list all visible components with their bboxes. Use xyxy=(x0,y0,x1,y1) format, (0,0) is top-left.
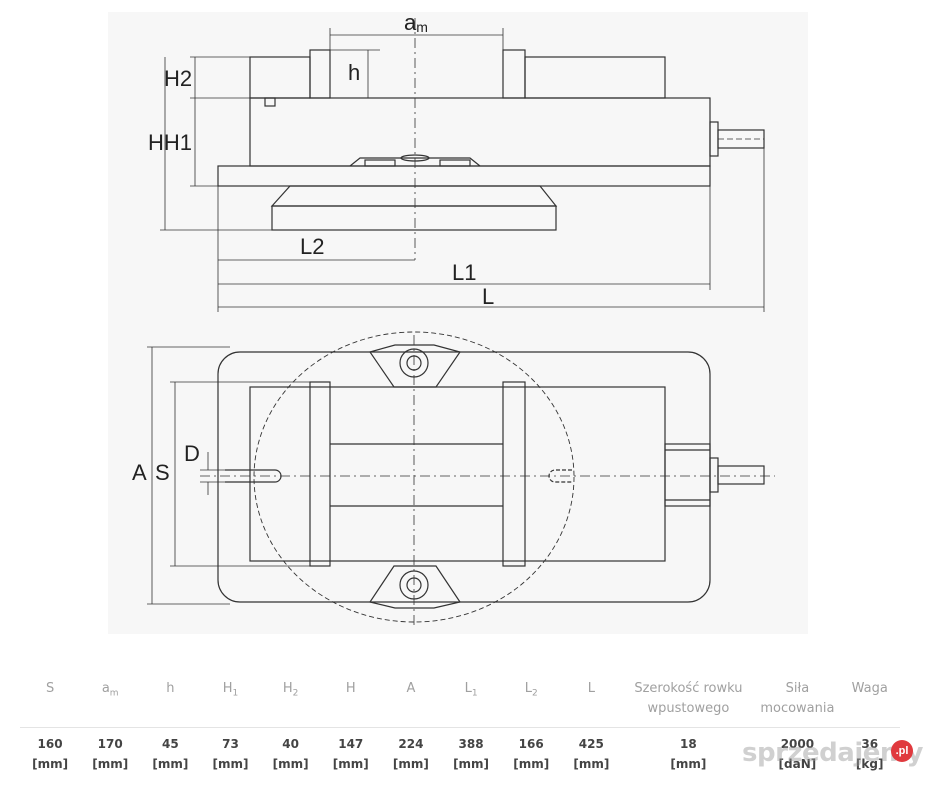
value-H: 147[mm] xyxy=(332,737,369,771)
label-S: S xyxy=(155,460,170,485)
specs-value-row: 160[mm] 170[mm] 45[mm] 73[mm] 40[mm] 147… xyxy=(20,728,900,775)
value-h: 45[mm] xyxy=(152,737,189,771)
header-slot-width: Szerokość rowku wpustowego xyxy=(621,675,756,728)
label-HH1: HH1 xyxy=(148,130,192,155)
value-L1: 388[mm] xyxy=(453,737,490,771)
value-A: 224[mm] xyxy=(392,737,429,771)
value-H2: 40[mm] xyxy=(272,737,309,771)
label-H2: H2 xyxy=(164,66,192,91)
header-L1: L1 xyxy=(440,675,502,728)
header-H: H xyxy=(320,675,381,728)
label-D: D xyxy=(184,441,200,466)
header-h: h xyxy=(140,675,201,728)
header-A: A xyxy=(380,675,441,728)
value-slot-width: 18[mm] xyxy=(670,737,707,771)
label-L2: L2 xyxy=(300,234,324,259)
header-H2: H2 xyxy=(260,675,321,728)
header-am: am xyxy=(80,675,141,728)
value-weight: 36[kg] xyxy=(855,737,884,771)
header-L: L xyxy=(561,675,622,728)
label-L: L xyxy=(482,284,494,309)
label-am: am xyxy=(404,10,428,35)
watermark-badge: .pl xyxy=(891,740,913,762)
specs-table: S am h H1 H2 H A L1 L2 L Szerokość rowku… xyxy=(20,675,900,774)
header-S: S xyxy=(20,675,81,728)
header-L2: L2 xyxy=(501,675,562,728)
value-L2: 166[mm] xyxy=(513,737,550,771)
side-view xyxy=(160,18,765,312)
label-L1: L1 xyxy=(452,260,476,285)
label-A: A xyxy=(132,460,147,485)
vise-drawing: am h H2 HH1 L2 L1 L A S D xyxy=(132,10,775,625)
value-S: 160[mm] xyxy=(32,737,69,771)
value-clamping-force: 2000[daN] xyxy=(778,737,817,771)
top-view xyxy=(147,331,775,625)
value-L: 425[mm] xyxy=(573,737,610,771)
specs-header-row: S am h H1 H2 H A L1 L2 L Szerokość rowku… xyxy=(20,675,900,728)
technical-drawing xyxy=(108,12,808,634)
header-weight: Waga xyxy=(839,675,900,728)
header-H1: H1 xyxy=(200,675,261,728)
value-am: 170[mm] xyxy=(92,737,129,771)
value-H1: 73[mm] xyxy=(212,737,249,771)
header-clamping-force: Siła mocowania xyxy=(755,675,840,728)
label-h: h xyxy=(348,60,360,85)
